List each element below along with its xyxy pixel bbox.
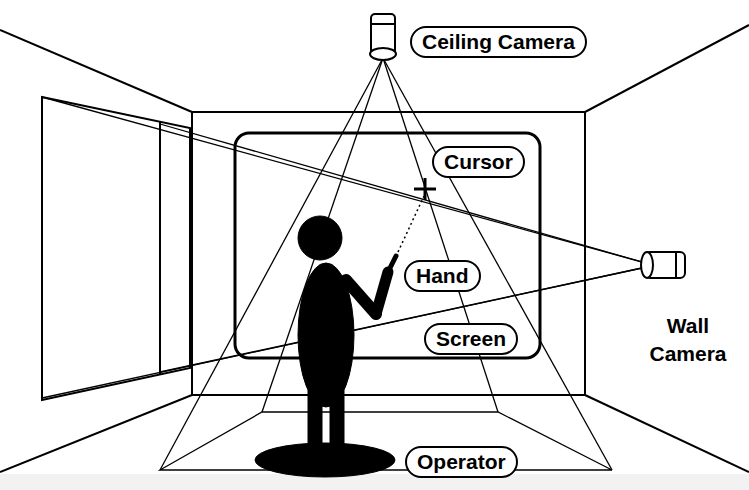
screen-frame	[235, 133, 540, 358]
ceiling-camera	[370, 14, 396, 60]
camera-view-line	[160, 124, 642, 262]
cursor-mark	[414, 178, 436, 200]
camera-label: Wall Camera	[633, 312, 743, 369]
floor-band	[0, 474, 749, 490]
pointing-line	[398, 196, 424, 252]
label-text: Screen	[436, 327, 506, 350]
hand-label: Hand	[404, 260, 481, 292]
cursor-label: Cursor	[432, 146, 525, 178]
operator-label: Operator	[405, 446, 518, 478]
room-edge	[585, 25, 749, 112]
camera-view-line	[383, 58, 612, 470]
wall-camera	[641, 252, 685, 278]
camera-label: Ceiling Camera	[410, 26, 587, 58]
panel-edge	[159, 122, 161, 375]
screen-label: Screen	[424, 323, 518, 355]
label-text: Cursor	[444, 150, 513, 173]
room-edge	[0, 30, 192, 112]
room-edge	[0, 395, 192, 472]
label-text: Hand	[416, 264, 469, 287]
camera-view-line	[160, 58, 383, 470]
room-edge	[585, 395, 749, 472]
label-text: Operator	[417, 450, 506, 473]
label-text: Ceiling Camera	[422, 30, 575, 53]
camera-view-line	[262, 58, 383, 412]
camera-view-line	[42, 97, 642, 262]
left-wall-panel	[42, 97, 190, 400]
operator-figure	[255, 216, 396, 477]
